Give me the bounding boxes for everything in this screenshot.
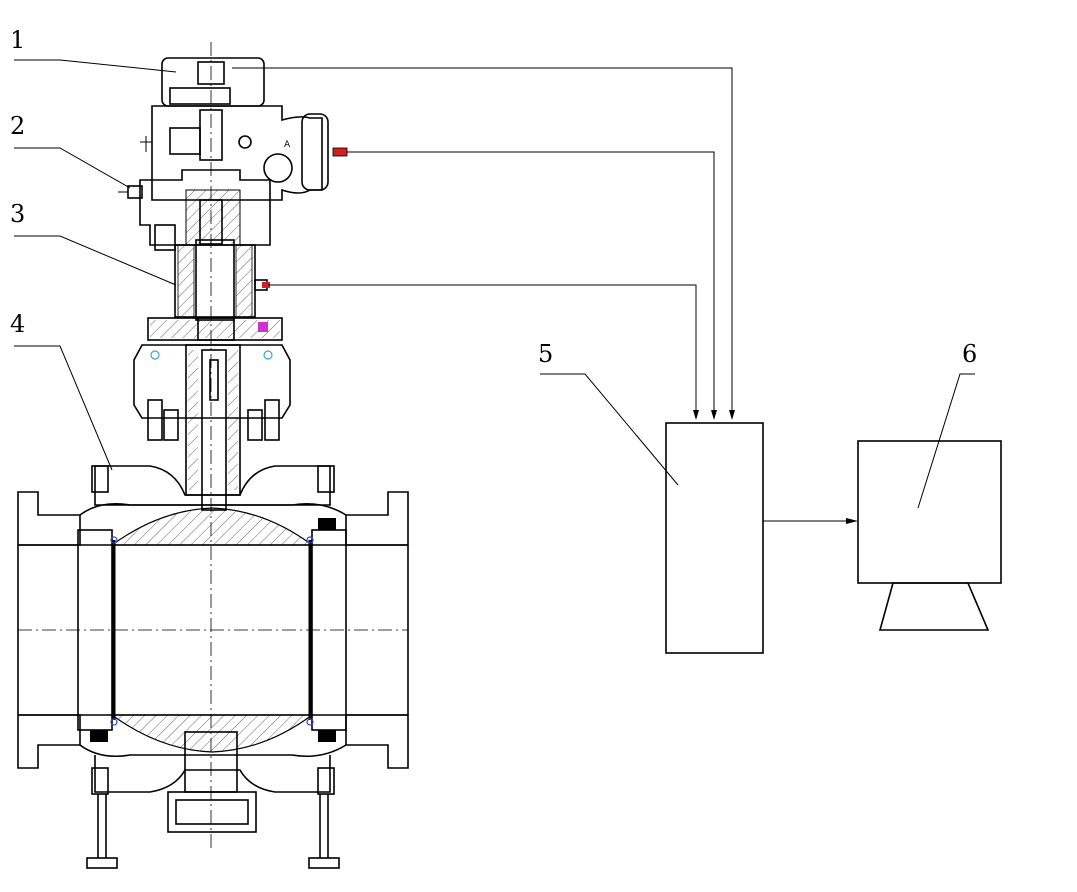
actuator-housing: A (140, 57, 329, 201)
part-label-3: 3 (10, 200, 25, 228)
leader-line-6 (917, 373, 975, 509)
monitor-stand (878, 582, 990, 631)
leader-line-4 (14, 345, 113, 471)
leader-line-1 (14, 59, 177, 73)
arrowhead (711, 410, 717, 420)
leader-line-2 (14, 147, 131, 189)
arrowhead (729, 410, 735, 420)
signal-lines (232, 67, 858, 524)
signal-line-2 (347, 151, 715, 418)
bonnet (133, 317, 291, 511)
monitor (857, 440, 1002, 631)
part-label-5: 5 (538, 340, 553, 368)
leader-line-3 (14, 235, 177, 286)
part-label-1: 1 (10, 26, 25, 54)
signal-line-3 (268, 284, 697, 418)
acquisition-unit-box (665, 422, 764, 654)
part-label-2: 2 (10, 112, 25, 140)
signal-line-1 (232, 67, 733, 418)
valve-body (17, 465, 409, 869)
stem-extension (174, 239, 270, 321)
arrowhead (693, 410, 699, 420)
leader-line-5 (540, 373, 679, 486)
svg-text:A: A (284, 140, 291, 150)
part-label-6: 6 (962, 340, 977, 368)
monitor-screen (857, 440, 1002, 584)
sensor-fitting (332, 147, 348, 157)
ball-valve-assembly: A (17, 42, 409, 869)
part-labels: 1 2 3 4 5 6 (10, 26, 977, 368)
gearbox-bracket (118, 169, 271, 251)
leader-lines (14, 59, 975, 509)
part-label-4: 4 (10, 310, 25, 338)
arrowhead (846, 518, 858, 524)
